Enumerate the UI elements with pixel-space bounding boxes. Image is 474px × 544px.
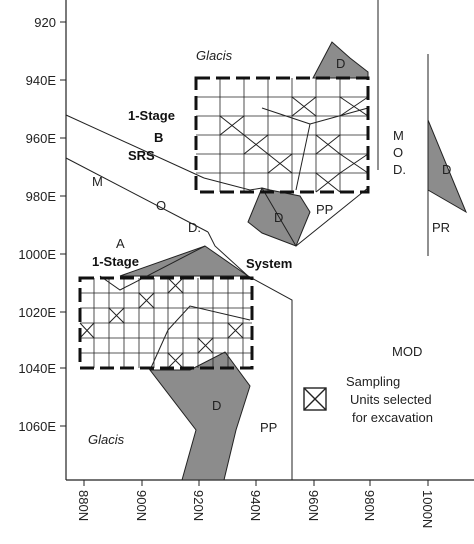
disturbed-label: D <box>336 56 345 71</box>
legend-cross-icon <box>303 387 327 411</box>
pp-label-lower: PP <box>260 420 277 435</box>
mod-road-letter: D. <box>188 220 201 235</box>
y-tick-label: 960E <box>26 131 57 146</box>
y-tick-label: 980E <box>26 189 57 204</box>
disturbed-label: D <box>274 210 283 225</box>
x-tick-label: 940N <box>248 490 263 521</box>
legend: Sampling Units selected for excavation <box>303 374 433 425</box>
glacis-label-bottom: Glacis <box>88 432 125 447</box>
upper-excavation-boundary <box>194 76 370 194</box>
upper-excavation-grid <box>196 78 368 192</box>
disturbed-area-road <box>119 245 250 277</box>
y-axis: 920 940E 960E 980E 1000E 1020E 1040E 106… <box>18 15 66 434</box>
legend-title: Sampling <box>346 374 400 389</box>
x-tick-label: 880N <box>76 490 91 521</box>
stage-a-label: 1-Stage <box>92 254 139 269</box>
lower-excavation-boundary <box>78 276 254 370</box>
mod-vertical-letter: M <box>393 128 404 143</box>
y-tick-label: 1020E <box>18 305 56 320</box>
mod-vertical-letter: O <box>393 145 403 160</box>
disturbed-label: D <box>212 398 221 413</box>
mod-vertical-letter: D. <box>393 162 406 177</box>
legend-line-2: Units selected <box>350 392 432 407</box>
x-axis: 880N 900N 920N 940N 960N 980N 1000N <box>76 480 435 528</box>
pp-label-upper: PP <box>316 202 333 217</box>
stage-b-label: 1-Stage <box>128 108 175 123</box>
stage-b-letter: B <box>154 130 163 145</box>
x-tick-label: 960N <box>306 490 321 521</box>
upper-sampling-units <box>219 96 369 193</box>
y-tick-label: 1060E <box>18 419 56 434</box>
mod-road-letter: O <box>156 198 166 213</box>
disturbed-label: D <box>442 162 451 177</box>
disturbed-area-top <box>312 41 369 79</box>
y-tick-label: 920 <box>34 15 56 30</box>
y-tick-label: 1000E <box>18 247 56 262</box>
glacis-label-top: Glacis <box>196 48 233 63</box>
x-tick-label: 900N <box>134 490 149 521</box>
mod-road-letter: M <box>92 174 103 189</box>
x-tick-label: 920N <box>191 490 206 521</box>
system-label: System <box>246 256 292 271</box>
site-linework <box>65 0 429 480</box>
stage-a-letter: A <box>116 236 125 251</box>
lower-sampling-units <box>79 277 244 369</box>
x-tick-label: 1000N <box>420 490 435 528</box>
y-tick-label: 940E <box>26 73 57 88</box>
y-tick-label: 1040E <box>18 361 56 376</box>
disturbed-area-bottom <box>148 351 251 481</box>
pr-label: PR <box>432 220 450 235</box>
legend-line-3: for excavation <box>352 410 433 425</box>
x-tick-label: 980N <box>362 490 377 521</box>
srs-label: SRS <box>128 148 155 163</box>
mod-main-label: MOD <box>392 344 422 359</box>
